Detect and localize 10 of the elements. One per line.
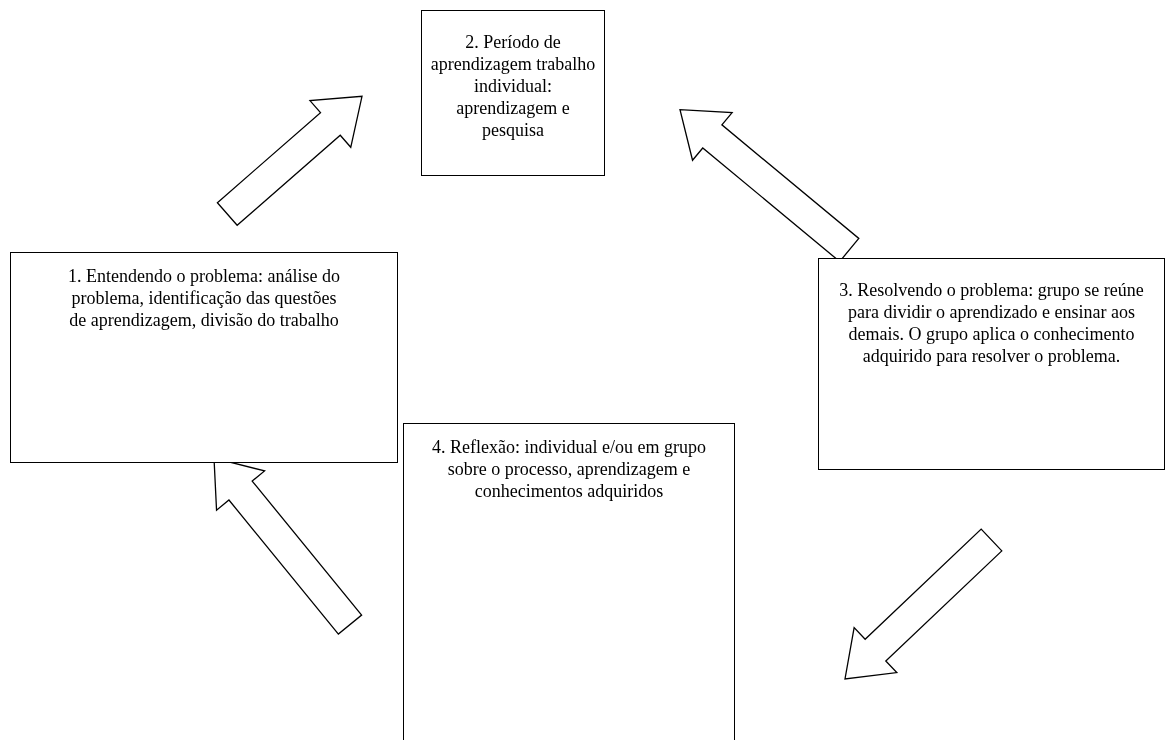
block-arrow: [216, 95, 363, 227]
process-box: [10, 252, 398, 463]
process-box: [403, 423, 735, 740]
process-box: [818, 258, 1165, 470]
step-text: 4. Reflexão: individual e/ou em grupo sobre o processo, aprendizagem e conhecimentos adquiridos: [432, 436, 706, 502]
block-arrow: [844, 528, 1003, 680]
step-text: 2. Período de aprendizagem trabalho individual: aprendizagem e pesquisa: [429, 31, 597, 141]
step-text: 1. Entendendo o problema: análise do problema, identificação das questões de aprendizagem, divisão do trabalho: [67, 265, 341, 331]
process-box: [421, 10, 605, 176]
step-text: 3. Resolvendo o problema: grupo se reúne para dividir o aprendizado e ensinar aos demais. O grupo aplica o conhecimento adquirido para resolver o problema.: [838, 279, 1145, 367]
